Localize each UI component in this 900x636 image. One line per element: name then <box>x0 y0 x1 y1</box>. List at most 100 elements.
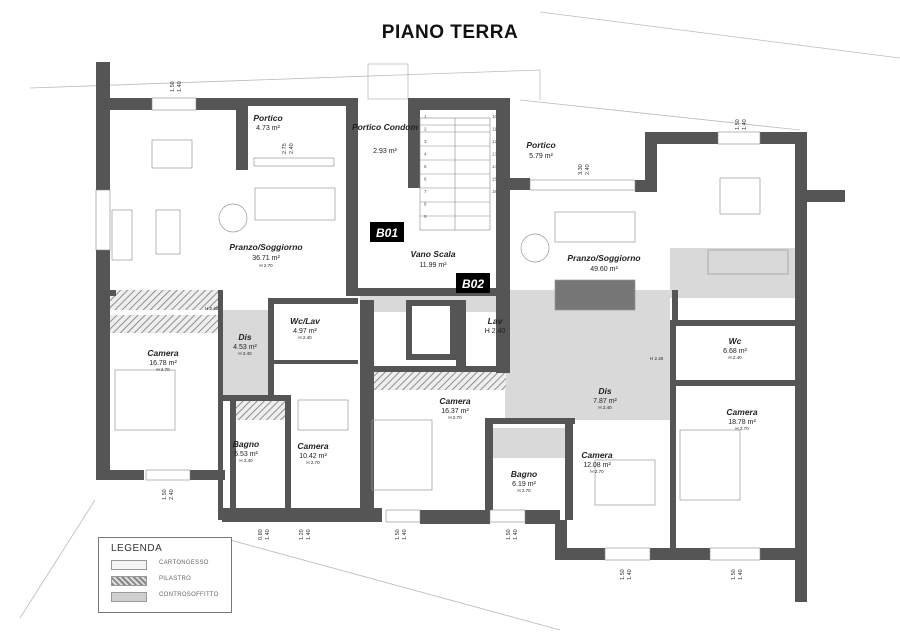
room-camera-c: Camera 18.78 m² H 2.70 <box>726 407 757 431</box>
svg-text:Camera: Camera <box>581 450 612 460</box>
svg-text:Camera: Camera <box>147 348 178 358</box>
svg-text:36.71 m²: 36.71 m² <box>252 255 280 262</box>
room-portico-right: Portico 5.79 m² <box>526 140 555 160</box>
ceiling-height-markers: H 2.40 H 2.40 <box>205 306 664 361</box>
svg-text:16.78 m²: 16.78 m² <box>149 360 177 367</box>
pilastro-hatches <box>110 290 506 420</box>
svg-text:H 2.70: H 2.70 <box>156 367 170 372</box>
svg-text:5.79 m²: 5.79 m² <box>529 153 553 160</box>
svg-text:1.40: 1.40 <box>627 569 633 580</box>
room-camera-a: Camera 16.78 m² H 2.70 <box>147 348 178 372</box>
svg-text:H 2.70: H 2.70 <box>259 263 273 268</box>
svg-text:2.40: 2.40 <box>585 164 591 175</box>
stair-step-number: 13 <box>492 152 498 157</box>
svg-text:16.37 m²: 16.37 m² <box>441 408 469 415</box>
svg-text:B01: B01 <box>376 226 398 240</box>
dimension-d8: 1.50 1.40 <box>395 529 408 540</box>
svg-text:Dis: Dis <box>238 332 252 342</box>
svg-text:H 2.40: H 2.40 <box>650 356 664 361</box>
stair-step-number: 6 <box>424 177 427 182</box>
svg-text:Lav: Lav <box>488 316 504 326</box>
dimension-d1: 1.50 1.40 <box>170 81 183 92</box>
stair-step-number: 16 <box>492 189 498 194</box>
stair-step-number: 1 <box>424 114 427 119</box>
legend: LEGENDA CARTONGESSO PILASTRO CONTROSOFFI… <box>98 537 232 613</box>
svg-text:H 2.70: H 2.70 <box>735 426 749 431</box>
room-camera-e: Camera 12.08 m² H 2.70 <box>581 450 612 474</box>
stair-step-number: 11 <box>492 127 497 132</box>
svg-text:Dis: Dis <box>598 386 612 396</box>
room-bagno-left: Bagno 5.53 m² H 2.40 <box>233 439 259 463</box>
room-vano-scala: Vano Scala 11.99 m² <box>410 249 455 269</box>
room-camera-d: Camera 10.42 m² H 2.70 <box>297 441 328 465</box>
svg-text:2.75: 2.75 <box>282 143 288 154</box>
svg-text:H 2.40: H 2.40 <box>238 351 252 356</box>
legend-item-pilastro: PILASTRO <box>111 576 226 586</box>
svg-text:2.93 m²: 2.93 m² <box>373 148 397 155</box>
svg-text:6.19 m²: 6.19 m² <box>512 481 536 488</box>
svg-text:H 2.40: H 2.40 <box>728 355 742 360</box>
stair-step-number: 12 <box>492 139 498 144</box>
svg-text:Portico: Portico <box>253 113 282 123</box>
dimension-d11: 1.50 1.40 <box>731 569 744 580</box>
room-pranzo-left: Pranzo/Soggiorno 36.71 m² H 2.70 <box>229 242 302 268</box>
dimension-d3: 3.30 2.40 <box>578 164 591 175</box>
svg-text:11.99 m²: 11.99 m² <box>419 262 447 269</box>
svg-text:10.42 m²: 10.42 m² <box>299 453 327 460</box>
stair-step-number: 5 <box>424 164 427 169</box>
svg-text:H 2.70: H 2.70 <box>517 488 531 493</box>
svg-text:H 2.70: H 2.70 <box>306 460 320 465</box>
svg-text:1.20: 1.20 <box>299 529 305 540</box>
svg-text:1.40: 1.40 <box>738 569 744 580</box>
dimension-d6: 0.80 1.40 <box>258 529 271 540</box>
stair-step-number: 10 <box>492 114 498 119</box>
room-portico-condom: Portico Condom 2.93 m² <box>352 122 419 155</box>
svg-text:Bagno: Bagno <box>511 469 537 479</box>
stair-step-number: 4 <box>424 152 427 157</box>
dimension-d7: 1.20 1.40 <box>299 529 312 540</box>
svg-text:1.40: 1.40 <box>265 529 271 540</box>
svg-text:Bagno: Bagno <box>233 439 259 449</box>
legend-item-controsoffitto: CONTROSOFFITTO <box>111 592 226 602</box>
room-lav: Lav H 2.40 <box>485 316 506 335</box>
legend-title: LEGENDA <box>111 543 163 554</box>
svg-text:Portico Condom: Portico Condom <box>352 122 419 132</box>
room-dis-left: Dis 4.53 m² H 2.40 <box>233 332 257 356</box>
svg-text:1.40: 1.40 <box>402 529 408 540</box>
svg-text:1.50: 1.50 <box>162 489 168 500</box>
legend-swatch <box>111 576 147 586</box>
svg-text:2.40: 2.40 <box>169 489 175 500</box>
svg-text:Camera: Camera <box>297 441 328 451</box>
dimension-d10: 1.50 1.40 <box>620 569 633 580</box>
svg-text:12.08 m²: 12.08 m² <box>583 462 611 469</box>
svg-text:B02: B02 <box>462 277 484 291</box>
svg-text:Camera: Camera <box>726 407 757 417</box>
svg-text:0.80: 0.80 <box>258 529 264 540</box>
svg-text:H 2.40: H 2.40 <box>485 328 506 335</box>
svg-text:H 2.70: H 2.70 <box>448 415 462 420</box>
svg-text:7.87 m²: 7.87 m² <box>593 398 617 405</box>
svg-text:Portico: Portico <box>526 140 555 150</box>
svg-text:H 2.40: H 2.40 <box>598 405 612 410</box>
room-dis-right: Dis 7.87 m² H 2.40 <box>593 386 617 410</box>
unit-tag-b01: B01 <box>370 222 404 242</box>
svg-text:5.53 m²: 5.53 m² <box>234 451 258 458</box>
legend-swatch <box>111 560 147 570</box>
stair-step-number: 14 <box>492 164 498 169</box>
svg-text:4.97 m²: 4.97 m² <box>293 328 317 335</box>
svg-text:49.60 m²: 49.60 m² <box>590 266 618 273</box>
unit-tag-b02: B02 <box>456 273 490 293</box>
room-wclav: Wc/Lav 4.97 m² H 2.40 <box>290 316 321 340</box>
svg-text:Camera: Camera <box>439 396 470 406</box>
svg-text:4.53 m²: 4.53 m² <box>233 344 257 351</box>
stair-step-number: 9 <box>424 214 427 219</box>
svg-text:1.50: 1.50 <box>395 529 401 540</box>
svg-text:6.68 m²: 6.68 m² <box>723 348 747 355</box>
svg-text:1.40: 1.40 <box>306 529 312 540</box>
svg-text:2.40: 2.40 <box>289 143 295 154</box>
svg-text:1.50: 1.50 <box>506 529 512 540</box>
legend-swatch <box>111 592 147 602</box>
dimension-d5: 1.50 2.40 <box>162 489 175 500</box>
